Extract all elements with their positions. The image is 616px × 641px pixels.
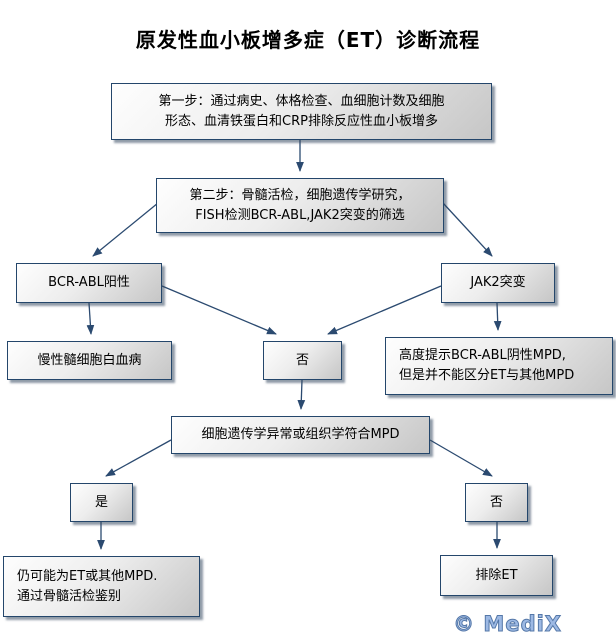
node-no-right: 否 (465, 483, 528, 522)
node-no-mid-label: 否 (295, 352, 309, 368)
node-maybe-et: 仍可能为ET或其他MPD. 通过骨髓活检鉴别 (3, 556, 200, 617)
node-cml: 慢性髓细胞白血病 (7, 341, 172, 380)
page-title: 原发性血小板增多症（ET）诊断流程 (135, 28, 481, 52)
node-no-right-label: 否 (489, 494, 503, 510)
node-bcr-abl-positive-label: BCR-ABL阳性 (48, 275, 130, 290)
node-step1-label: 第一步：通过病史、体格检查、血细胞计数及细胞 形态、血清铁蛋白和CRP排除反应性… (158, 93, 445, 129)
arrow-bcr-no (161, 285, 277, 335)
arrow-step2-bcr (92, 202, 159, 257)
node-cml-label: 慢性髓细胞白血病 (37, 352, 142, 368)
node-mpd-hint-label: 高度提示BCR-ABL阴性MPD, 但是并不能区分ET与其他MPD (399, 348, 575, 383)
node-exclude-et: 排除ET (440, 555, 553, 596)
node-step2: 第二步：骨髓活检，细胞遗传学研究， FISH检测BCR-ABL,JAK2突变的筛… (156, 178, 444, 233)
arrow-cyto-no (429, 439, 493, 477)
node-exclude-et-label: 排除ET (475, 567, 518, 583)
node-jak2-mutation-label: JAK2突变 (470, 275, 526, 290)
node-mpd-hint: 高度提示BCR-ABL阴性MPD, 但是并不能区分ET与其他MPD (385, 337, 613, 395)
node-jak2-mutation: JAK2突变 (441, 263, 555, 303)
arrow-step2-jak2 (442, 202, 493, 257)
node-cytogenetics-label: 细胞遗传学异常或组织学符合MPD (201, 427, 400, 442)
node-maybe-et-label: 仍可能为ET或其他MPD. 通过骨髓活检鉴别 (17, 568, 158, 604)
node-step1: 第一步：通过病史、体格检查、血细胞计数及细胞 形态、血清铁蛋白和CRP排除反应性… (111, 83, 492, 140)
node-bcr-abl-positive: BCR-ABL阳性 (16, 263, 162, 303)
node-yes-label: 是 (94, 494, 108, 510)
node-no-mid: 否 (263, 341, 342, 380)
arrow-no-cyto (297, 379, 306, 410)
node-cytogenetics: 细胞遗传学异常或组织学符合MPD (171, 416, 430, 454)
arrow-bcr-cml (86, 302, 95, 335)
node-step2-label: 第二步：骨髓活检，细胞遗传学研究， FISH检测BCR-ABL,JAK2突变的筛… (189, 187, 411, 223)
medix-watermark: © MediX (453, 612, 562, 637)
node-yes: 是 (70, 483, 133, 522)
arrow-jak2-mpdhint (493, 302, 502, 331)
arrow-cyto-yes (105, 439, 172, 477)
arrow-jak2-no (327, 285, 442, 335)
